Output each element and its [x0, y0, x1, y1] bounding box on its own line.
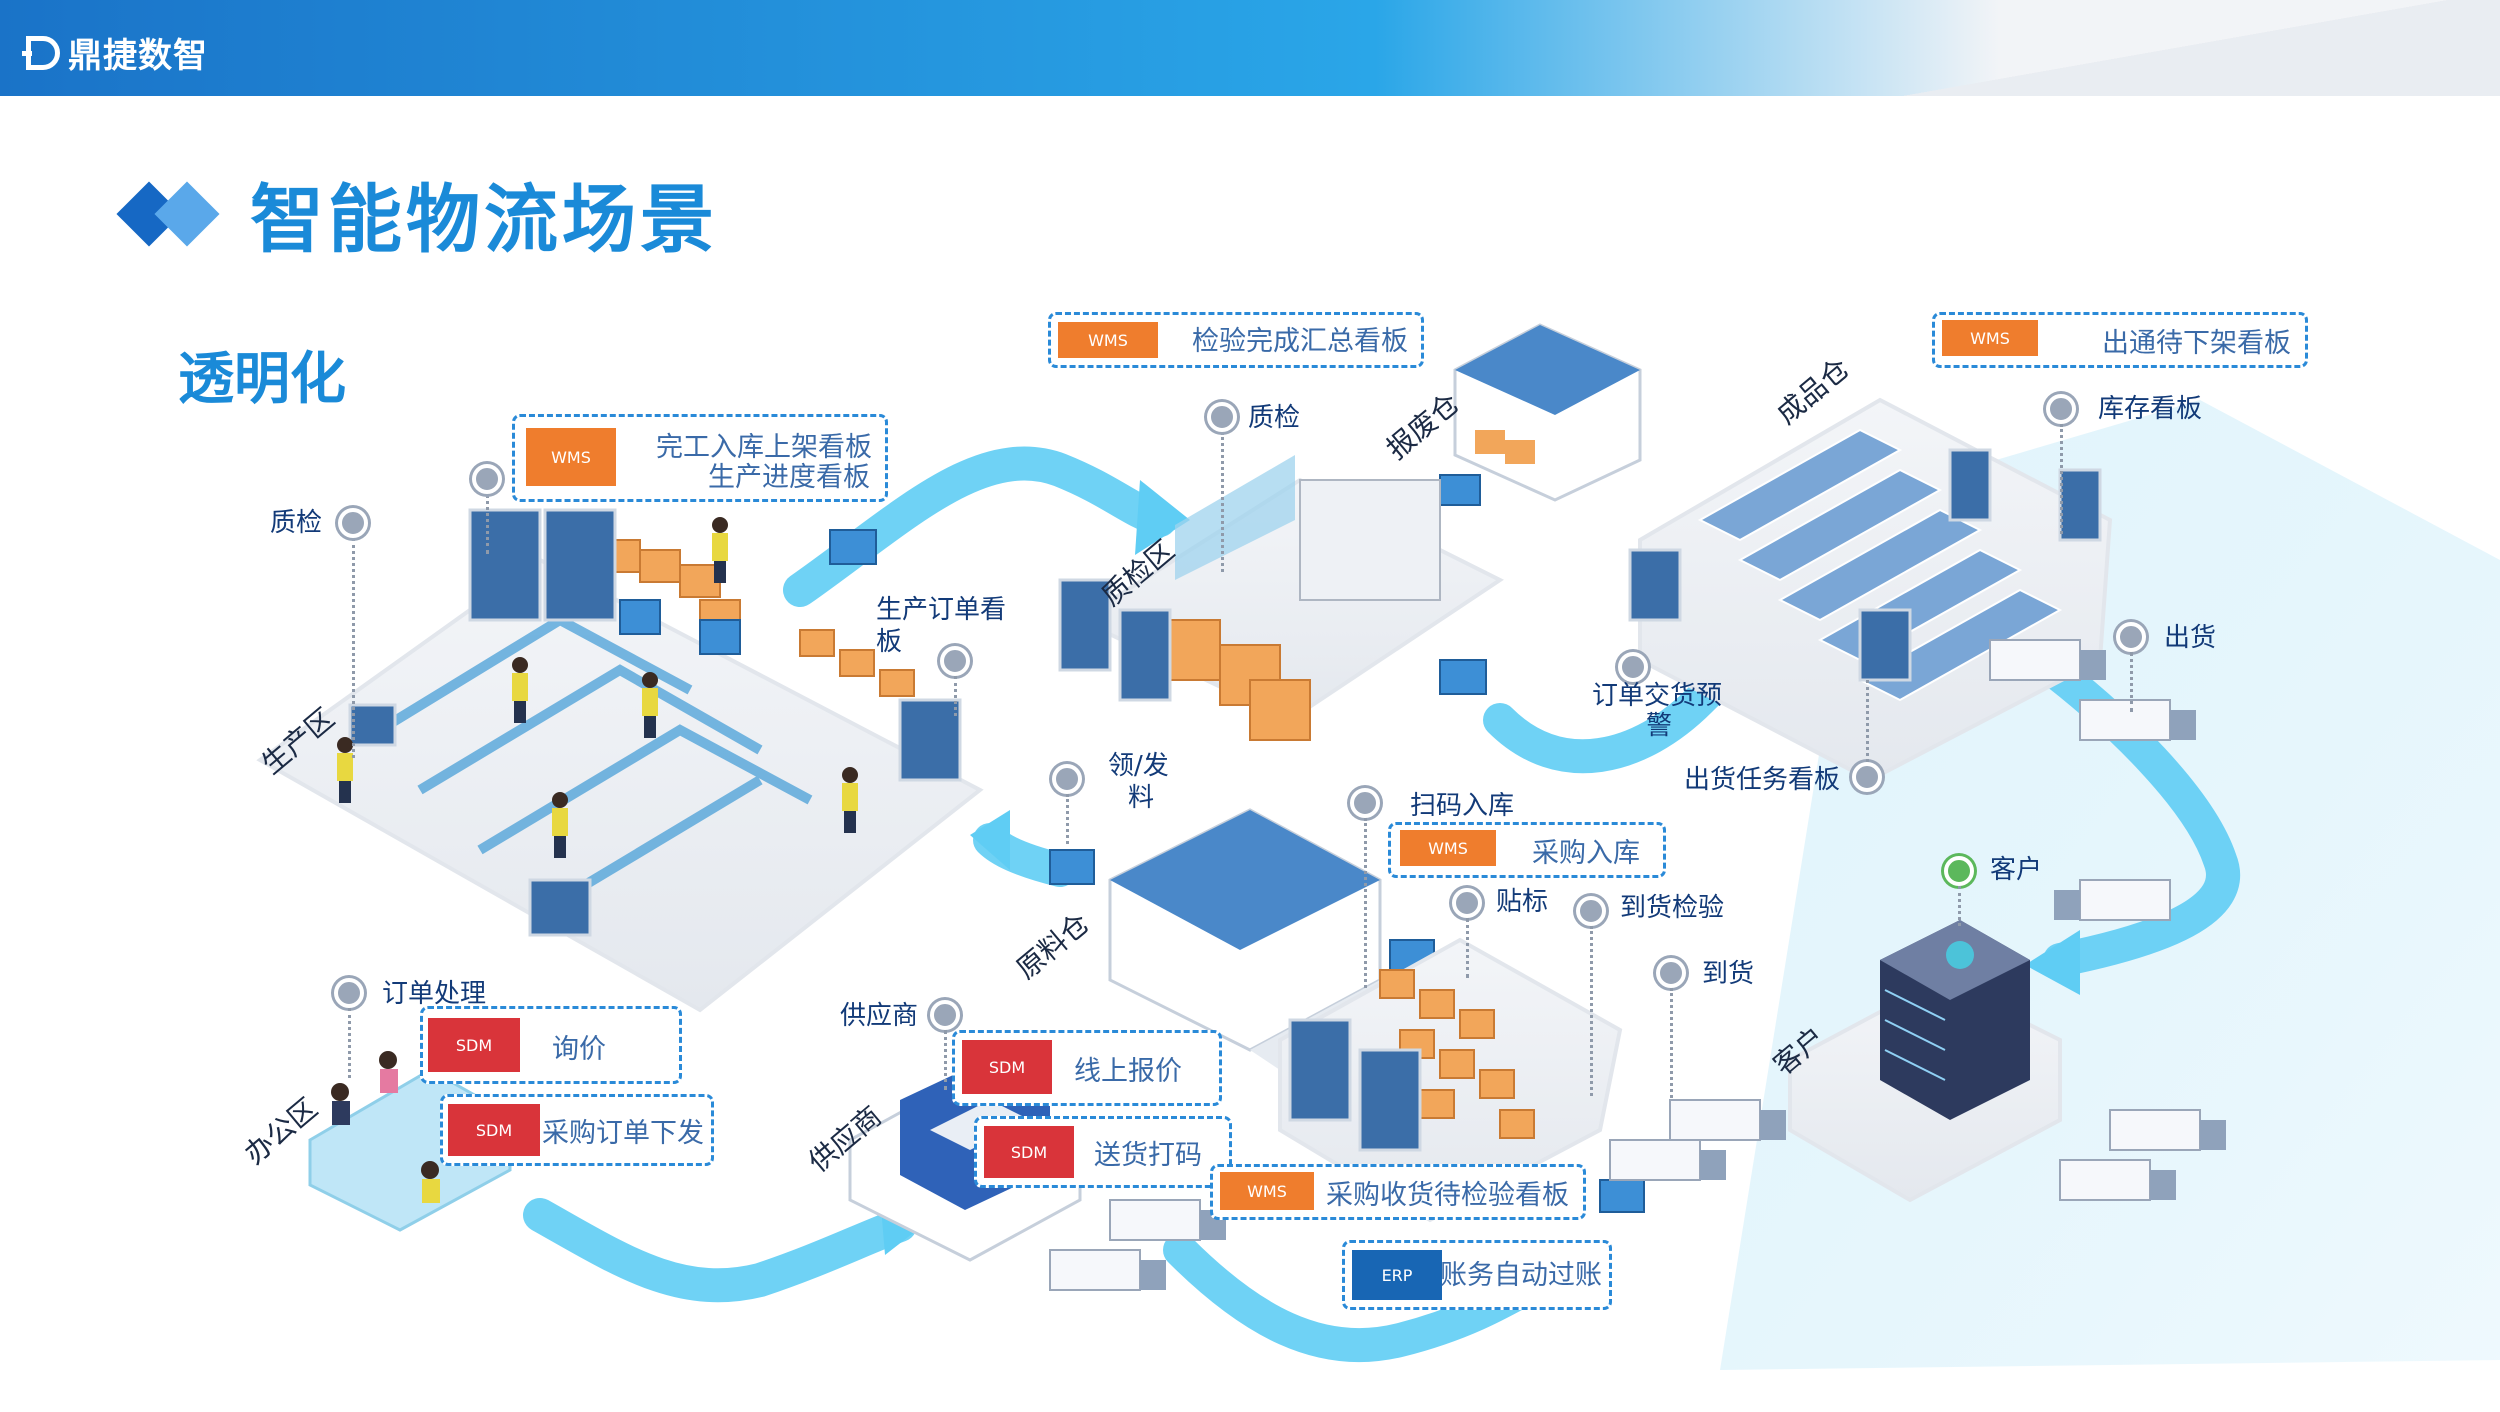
- marker-dot: [334, 978, 364, 1008]
- label-order-warn: 订单交货预: [1592, 681, 1723, 711]
- box-text: 送货打码: [1094, 1140, 1202, 1171]
- leader-line: [944, 1030, 947, 1090]
- label-arrival-check: 到货检验: [1620, 893, 1725, 923]
- label-scan-in: 扫码入库: [1410, 791, 1515, 821]
- label-order-proc: 订单处理: [382, 979, 487, 1009]
- box-text: 采购订单下发: [542, 1118, 704, 1149]
- tag-wms: WMS: [1058, 322, 1158, 358]
- tag-sdm: SDM: [428, 1018, 520, 1072]
- tag-wms: WMS: [526, 428, 616, 486]
- marker-dot: [1350, 788, 1380, 818]
- label-supplier: 供应商: [840, 1001, 919, 1031]
- label-prod-order-board: 生产订单看: [876, 595, 1007, 625]
- brand-name: 鼎捷数智: [68, 36, 208, 76]
- label-prod-order-board-2: 板: [876, 627, 903, 657]
- header-bar: [0, 0, 2500, 96]
- leader-line: [1670, 988, 1673, 1098]
- label-qc-left: 质检: [270, 508, 323, 538]
- tag-sdm: SDM: [984, 1126, 1074, 1178]
- marker-dot-customer: [1944, 856, 1974, 886]
- leader-line: [486, 494, 489, 554]
- page-subtitle: 透明化: [178, 347, 346, 412]
- leader-line: [1221, 432, 1224, 572]
- brand-mark-icon: [22, 35, 60, 70]
- marker-dot: [1656, 958, 1686, 988]
- marker-dot: [1452, 888, 1482, 918]
- leader-line: [1866, 680, 1869, 762]
- box-text: 生产进度看板: [708, 462, 870, 493]
- box-text: 线上报价: [1074, 1056, 1182, 1087]
- leader-line: [352, 538, 355, 758]
- label-ship-task-board: 出货任务看板: [1684, 765, 1841, 795]
- marker-dot: [930, 1000, 960, 1030]
- marker-dot: [1576, 896, 1606, 926]
- marker-dot: [2116, 622, 2146, 652]
- label-ship: 出货: [2164, 623, 2217, 653]
- box-text: 完工入库上架看板: [656, 432, 872, 463]
- label-stock-board: 库存看板: [2098, 394, 2203, 424]
- marker-dot: [1207, 402, 1237, 432]
- label-customer: 客户: [1990, 855, 2043, 885]
- marker-dot: [338, 508, 368, 538]
- label-qc-top: 质检: [1248, 403, 1301, 433]
- leader-line: [348, 1008, 351, 1078]
- leader-line: [1364, 818, 1367, 988]
- leader-line: [2130, 652, 2133, 712]
- marker-dot: [940, 646, 970, 676]
- leader-line: [954, 676, 957, 716]
- box-text: 出通待下架看板: [2102, 328, 2291, 359]
- label-label: 贴标: [1496, 887, 1549, 917]
- brand-logo: 鼎捷数智: [22, 28, 208, 77]
- box-text: 采购收货待检验看板: [1326, 1180, 1569, 1211]
- tag-wms: WMS: [1942, 320, 2038, 356]
- leader-line: [1958, 886, 1961, 926]
- tag-sdm: SDM: [448, 1104, 540, 1156]
- box-text: 采购入库: [1532, 838, 1640, 869]
- page-title-group: 智能物流场景: [116, 160, 718, 267]
- label-issue: 领/发: [1108, 751, 1169, 781]
- leader-line: [1066, 794, 1069, 844]
- leader-line: [1466, 918, 1469, 978]
- marker-dot: [1852, 762, 1882, 792]
- marker-dot: [1052, 764, 1082, 794]
- box-text: 询价: [552, 1034, 606, 1065]
- marker-dot: [1618, 652, 1648, 682]
- tag-erp: ERP: [1352, 1250, 1442, 1300]
- page-title: 智能物流场景: [250, 177, 718, 263]
- leader-line: [2060, 424, 2063, 534]
- marker-dot: [472, 464, 502, 494]
- tag-wms: WMS: [1220, 1172, 1314, 1210]
- marker-dot: [2046, 394, 2076, 424]
- box-text: 账务自动过账: [1440, 1260, 1602, 1291]
- label-order-warn-2: 警: [1646, 711, 1673, 741]
- box-text: 检验完成汇总看板: [1192, 326, 1408, 357]
- tag-sdm: SDM: [962, 1040, 1052, 1094]
- tag-wms: WMS: [1400, 830, 1496, 866]
- leader-line: [1590, 926, 1593, 1096]
- label-arrival: 到货: [1702, 959, 1755, 989]
- label-issue-2: 料: [1128, 783, 1155, 813]
